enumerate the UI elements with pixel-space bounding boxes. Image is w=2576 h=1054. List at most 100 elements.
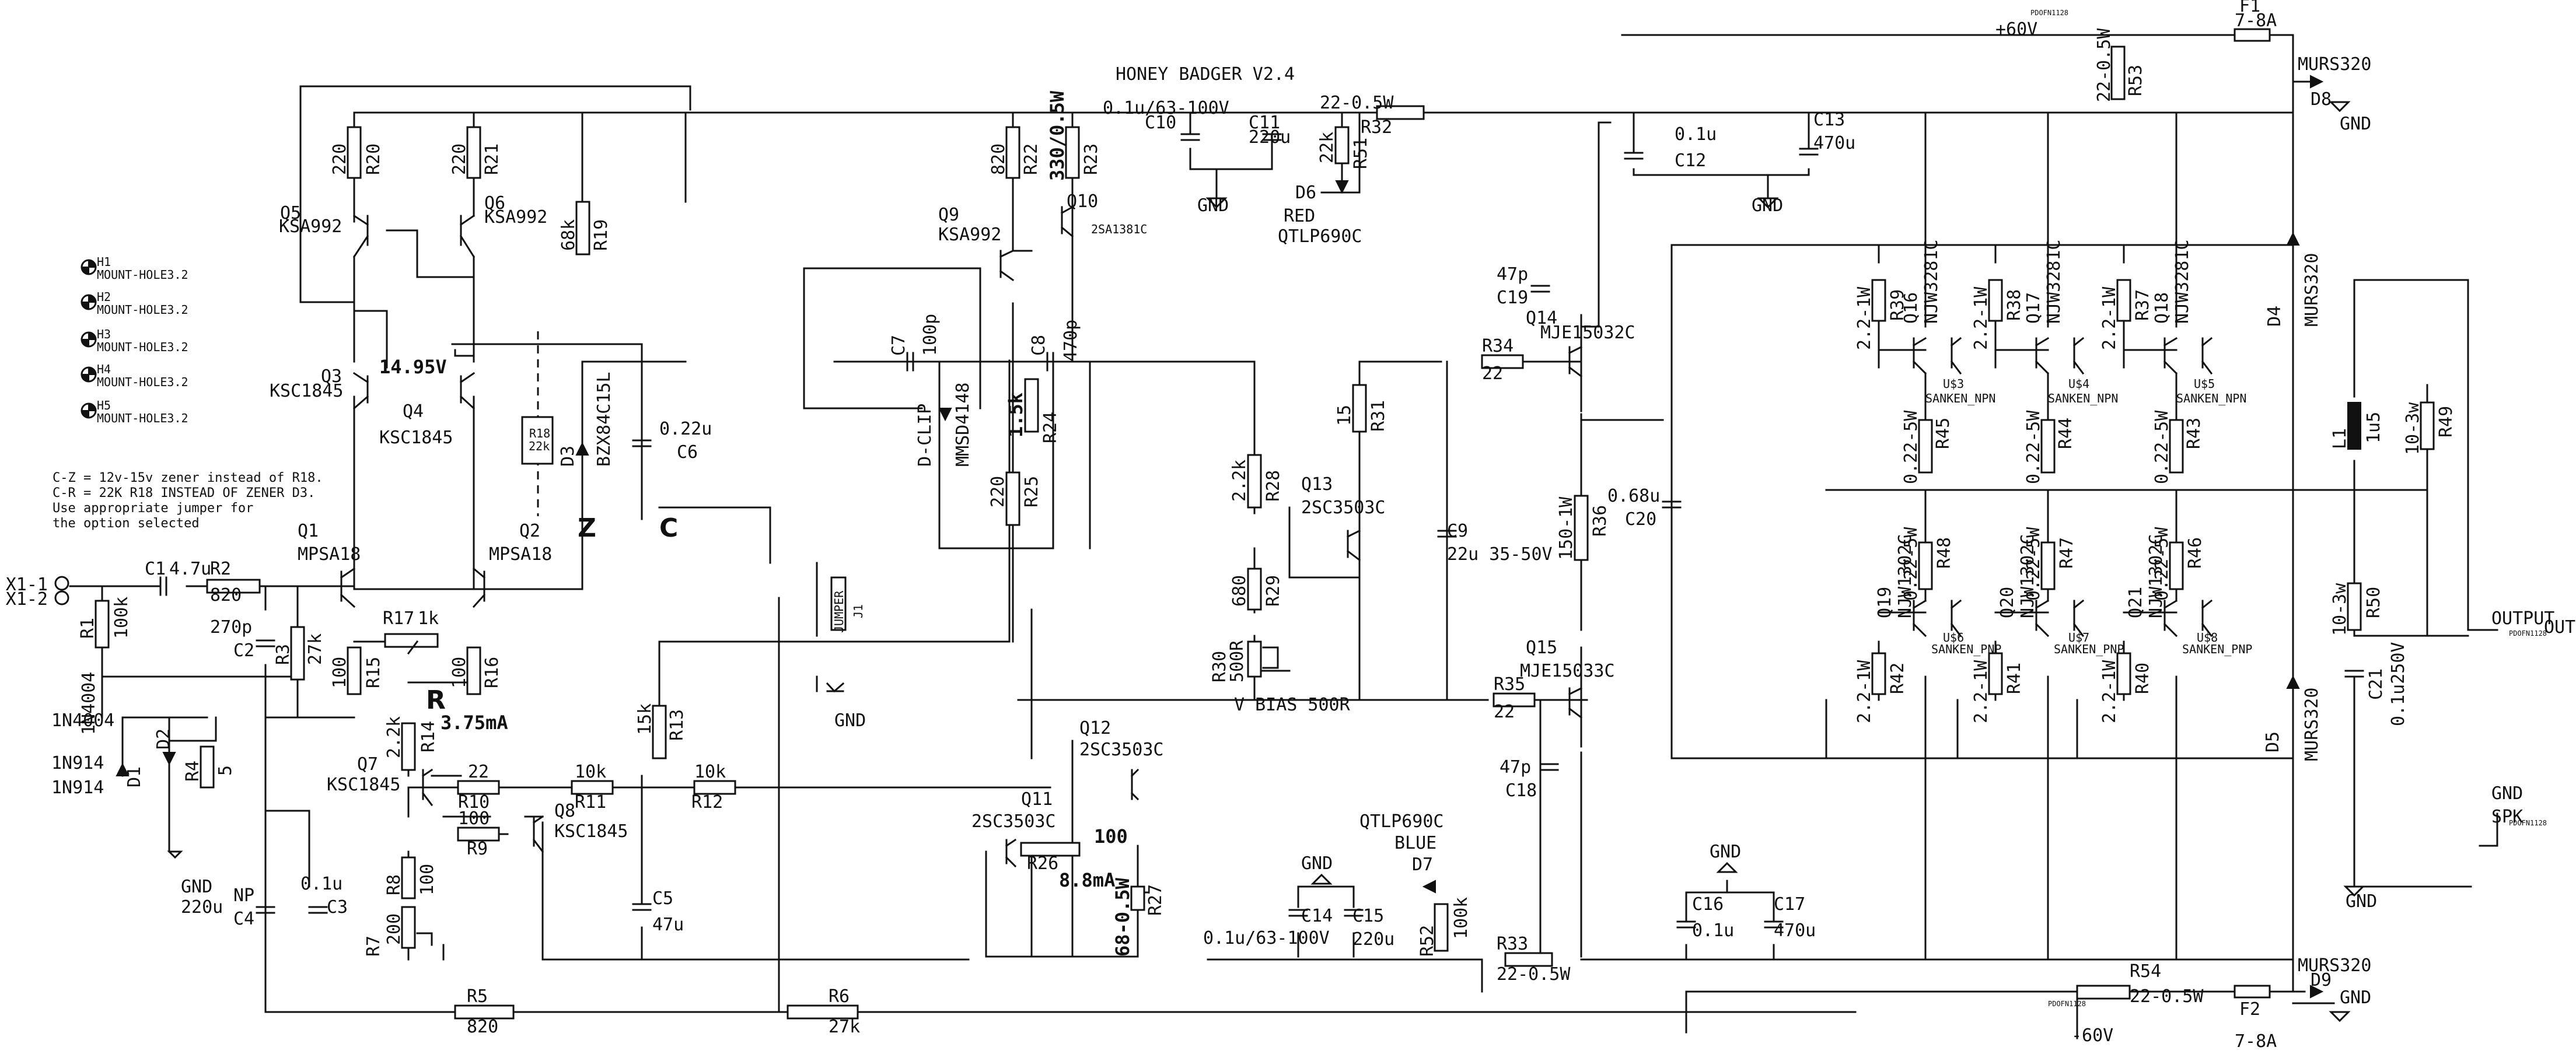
d6-value: RED [1284,206,1315,226]
q14-value: MJE15032C [1540,323,1635,343]
c16-value: 0.1u [1692,920,1734,941]
q19-symbol-icon [1912,599,1927,638]
d4-value: MURS320 [2302,253,2322,327]
output-pad-label: PDOFN1128 [2509,629,2547,638]
r6-value: 27k [829,1017,860,1037]
d6-part: QTLP690C [1278,226,1362,247]
c21-value: 0.1u250V [2388,642,2409,727]
r35-body [1493,692,1536,708]
gnd-label-d9: GND [2340,988,2371,1008]
r29-body [1247,568,1262,611]
c11-ref: C11 [1249,113,1280,133]
q12-ref: Q12 [1079,718,1111,738]
gnd-label-c12: GND [1752,195,1783,216]
d8-value: MURS320 [2298,54,2371,75]
r26-current-label: 8.8mA [1059,869,1115,891]
c18-value: 47p [1500,757,1531,778]
r3-ref: R3 [273,644,293,665]
r42-body [1871,652,1886,695]
q1-symbol-icon [340,567,356,608]
d8-diode-icon [2310,75,2324,89]
c16-c17-plates [1676,920,1784,929]
r32-ref: R32 [1361,117,1392,138]
jumper-letter-c: C [659,513,678,543]
q5-symbol-icon [352,214,369,258]
r10-body [457,780,500,795]
r28-ref: R28 [1263,470,1284,502]
c4-np: NP [233,885,254,906]
out-label: OUT [2544,617,2575,638]
c2-ref: C2 [233,640,254,661]
q14-transistor: Q14 MJE15032C [1526,308,1635,378]
q10-ref: Q10 [1067,191,1098,212]
q18-symbol-icon [2163,337,2178,375]
ground-icon [2329,101,2351,113]
c13-value: 470u [1813,133,1855,153]
r28-value: 2.2k [1229,460,1250,502]
r47-body [2040,541,2056,590]
r38-body [1988,279,2003,322]
r18-body [521,416,554,465]
mount-hole-value: MOUNT-HOLE3.2 [97,375,188,389]
r27-body [1130,885,1145,911]
q4-transistor: Q4 KSC1845 [379,372,476,448]
c1-plates [159,576,167,596]
r25-ref: R25 [1022,476,1042,507]
r21-body [466,126,481,179]
gnd-label-d8: GND [2340,114,2371,134]
c3-c4-plates [256,906,328,914]
jumper-letter-z: Z [578,513,596,543]
r8-body [401,856,416,899]
r28-body [1247,454,1262,509]
c5-ref: C5 [652,888,673,909]
d-clip-diode-icon [938,408,952,422]
q11-transistor: Q11 2SC3503C [971,789,1056,868]
ground-icon [1205,197,1228,209]
spk-gnd-label: GND [2491,783,2523,804]
u5-symbol-icon [2201,337,2213,375]
r53-ref: R53 [2126,65,2146,96]
f1-ref: F1 [2239,0,2260,16]
r12-ref: R12 [691,792,723,813]
c9-plates [1437,530,1457,538]
r44-ref: R44 [2056,418,2076,449]
q8-transistor: Q8 KSC1845 [532,801,628,853]
r7-body [401,906,416,949]
vbias-label: V BIAS 500R [1234,695,1351,715]
d3-zener-icon [575,442,589,456]
r52-value: 100k [1451,897,1471,939]
r30-wiper [1262,646,1279,669]
mount-hole-ref: H4 [97,362,111,376]
q19-transistor: Q19 NJW1302C U$6 SANKEN_PNP [1875,534,2001,657]
q10-symbol-icon [1060,205,1074,238]
ground-icon [2343,885,2365,897]
c3-value: 0.1u [300,874,342,894]
r15-value: 100 [330,657,350,688]
c21-ref: C21 [2366,668,2386,700]
d-clip-value: MMSD4148 [953,383,973,467]
r7-value: 200 [384,913,404,945]
q3-voltage-label: 14.95V [379,356,447,378]
r20-body [347,126,362,179]
note-line-2: C-R = 22K R18 INSTEAD OF ZENER D3. [53,486,315,500]
neg-rail-label: -60V [2071,1025,2113,1046]
spk-pad-label: PDOFN1128 [2509,819,2547,827]
q15-transistor: Q15 MJE15033C [1520,638,1615,719]
mount-hole-value: MOUNT-HOLE3.2 [97,340,188,354]
c9-ref: C9 [1447,521,1468,541]
c10-value: 0.1u/63-100V [1103,98,1229,118]
note-line-4: the option selected [53,516,200,531]
r37-value: 2.2-1W [2099,286,2120,350]
q12-value: 2SC3503C [1079,740,1164,760]
r38-ref: R38 [2004,289,2025,321]
r35-value: 22 [1494,702,1515,722]
r36-value: 150-1W [1556,496,1577,560]
c15-value: 220u [1352,929,1394,950]
q9-symbol-icon [999,250,1015,282]
r46-value: 0.22-5W [2152,527,2172,601]
wires [69,34,2498,1039]
q3-transistor: Q3 KSC1845 [270,366,369,410]
c6-ref: C6 [677,442,698,463]
c2-plates [256,639,275,647]
